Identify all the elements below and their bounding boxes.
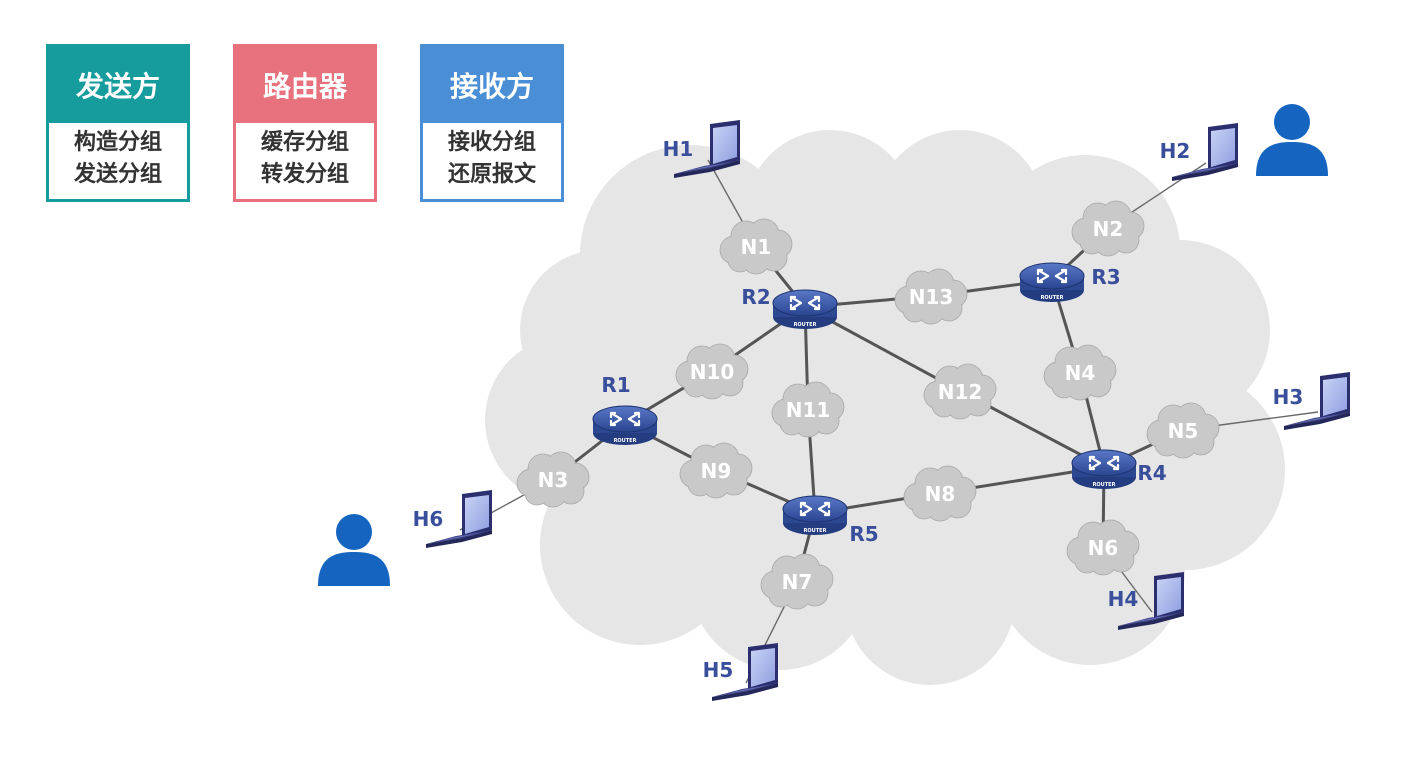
router-r5: ROUTER xyxy=(782,495,848,535)
router-arrows-icon xyxy=(609,411,641,427)
legend-receiver: 接收方 接收分组 还原报文 xyxy=(420,44,564,202)
legend-router: 路由器 缓存分组 转发分组 xyxy=(233,44,377,202)
laptop-icon-h4 xyxy=(1118,572,1184,630)
laptop-icon-h2 xyxy=(1172,123,1238,181)
legend-sender-line-2: 发送分组 xyxy=(73,162,162,187)
host-label-h2: H2 xyxy=(1160,139,1191,163)
network-n3: N3 xyxy=(516,451,590,508)
router-label-r2: R2 xyxy=(741,285,770,309)
host-label-h5: H5 xyxy=(703,658,734,682)
legend-receiver-line-2: 还原报文 xyxy=(447,162,536,187)
network-label-n1: N1 xyxy=(741,235,772,259)
network-label-n11: N11 xyxy=(786,398,831,422)
router-arrows-icon xyxy=(1036,268,1068,284)
router-label-r1: R1 xyxy=(601,373,630,397)
laptop-icon-h5 xyxy=(712,643,778,701)
host-label-h3: H3 xyxy=(1273,385,1304,409)
network-n5: N5 xyxy=(1146,402,1220,459)
router-label-r4: R4 xyxy=(1137,461,1166,485)
laptop-icon-h1 xyxy=(674,120,740,178)
user-icon xyxy=(1256,104,1328,176)
legend-sender: 发送方 构造分组 发送分组 xyxy=(46,44,190,202)
host-label-h1: H1 xyxy=(663,137,694,161)
network-label-n10: N10 xyxy=(690,360,735,384)
network-label-n3: N3 xyxy=(538,468,569,492)
laptop-icon-h6 xyxy=(426,490,492,548)
router-caption: ROUTER xyxy=(1093,482,1116,488)
legend-sender-title: 发送方 xyxy=(49,47,187,123)
network-label-n13: N13 xyxy=(909,285,954,309)
router-r1: ROUTER xyxy=(592,405,658,445)
router-label-r3: R3 xyxy=(1091,265,1120,289)
legend-sender-line-1: 构造分组 xyxy=(73,130,162,155)
legend-router-line-1: 缓存分组 xyxy=(260,130,349,155)
network-label-n5: N5 xyxy=(1168,419,1199,443)
host-label-h6: H6 xyxy=(413,507,444,531)
network-n13: N13 xyxy=(894,268,968,325)
legend-sender-body: 构造分组 发送分组 xyxy=(49,123,187,191)
router-arrows-icon xyxy=(1088,455,1120,471)
legend-receiver-body: 接收分组 还原报文 xyxy=(423,123,561,191)
network-label-n12: N12 xyxy=(938,380,983,404)
laptop-icon-h3 xyxy=(1284,372,1350,430)
host-label-h4: H4 xyxy=(1108,587,1139,611)
network-n1: N1 xyxy=(719,218,793,275)
network-n11: N11 xyxy=(771,381,845,438)
network-n2: N2 xyxy=(1071,200,1145,257)
network-n4: N4 xyxy=(1043,344,1117,401)
network-label-n4: N4 xyxy=(1065,361,1096,385)
router-label-r5: R5 xyxy=(849,522,878,546)
network-n8: N8 xyxy=(903,465,977,522)
router-r4: ROUTER xyxy=(1071,449,1137,489)
network-n9: N9 xyxy=(679,442,753,499)
network-label-n8: N8 xyxy=(925,482,956,506)
user-icon xyxy=(318,514,390,586)
router-r3: ROUTER xyxy=(1019,262,1085,302)
legend-router-line-2: 转发分组 xyxy=(260,162,349,187)
router-caption: ROUTER xyxy=(614,438,637,444)
legend-router-title: 路由器 xyxy=(236,47,374,123)
network-label-n7: N7 xyxy=(782,570,813,594)
router-r2: ROUTER xyxy=(772,289,838,329)
router-arrows-icon xyxy=(789,295,821,311)
network-n10: N10 xyxy=(675,343,749,400)
router-caption: ROUTER xyxy=(1041,295,1064,301)
network-n7: N7 xyxy=(760,553,834,610)
network-label-n9: N9 xyxy=(701,459,732,483)
legend-receiver-title: 接收方 xyxy=(423,47,561,123)
router-arrows-icon xyxy=(799,501,831,517)
network-n12: N12 xyxy=(923,363,997,420)
legend-router-body: 缓存分组 转发分组 xyxy=(236,123,374,191)
legend-receiver-line-1: 接收分组 xyxy=(447,130,536,155)
network-label-n2: N2 xyxy=(1093,217,1124,241)
network-n6: N6 xyxy=(1066,519,1140,576)
router-caption: ROUTER xyxy=(794,322,817,328)
network-label-n6: N6 xyxy=(1088,536,1119,560)
router-caption: ROUTER xyxy=(804,528,827,534)
